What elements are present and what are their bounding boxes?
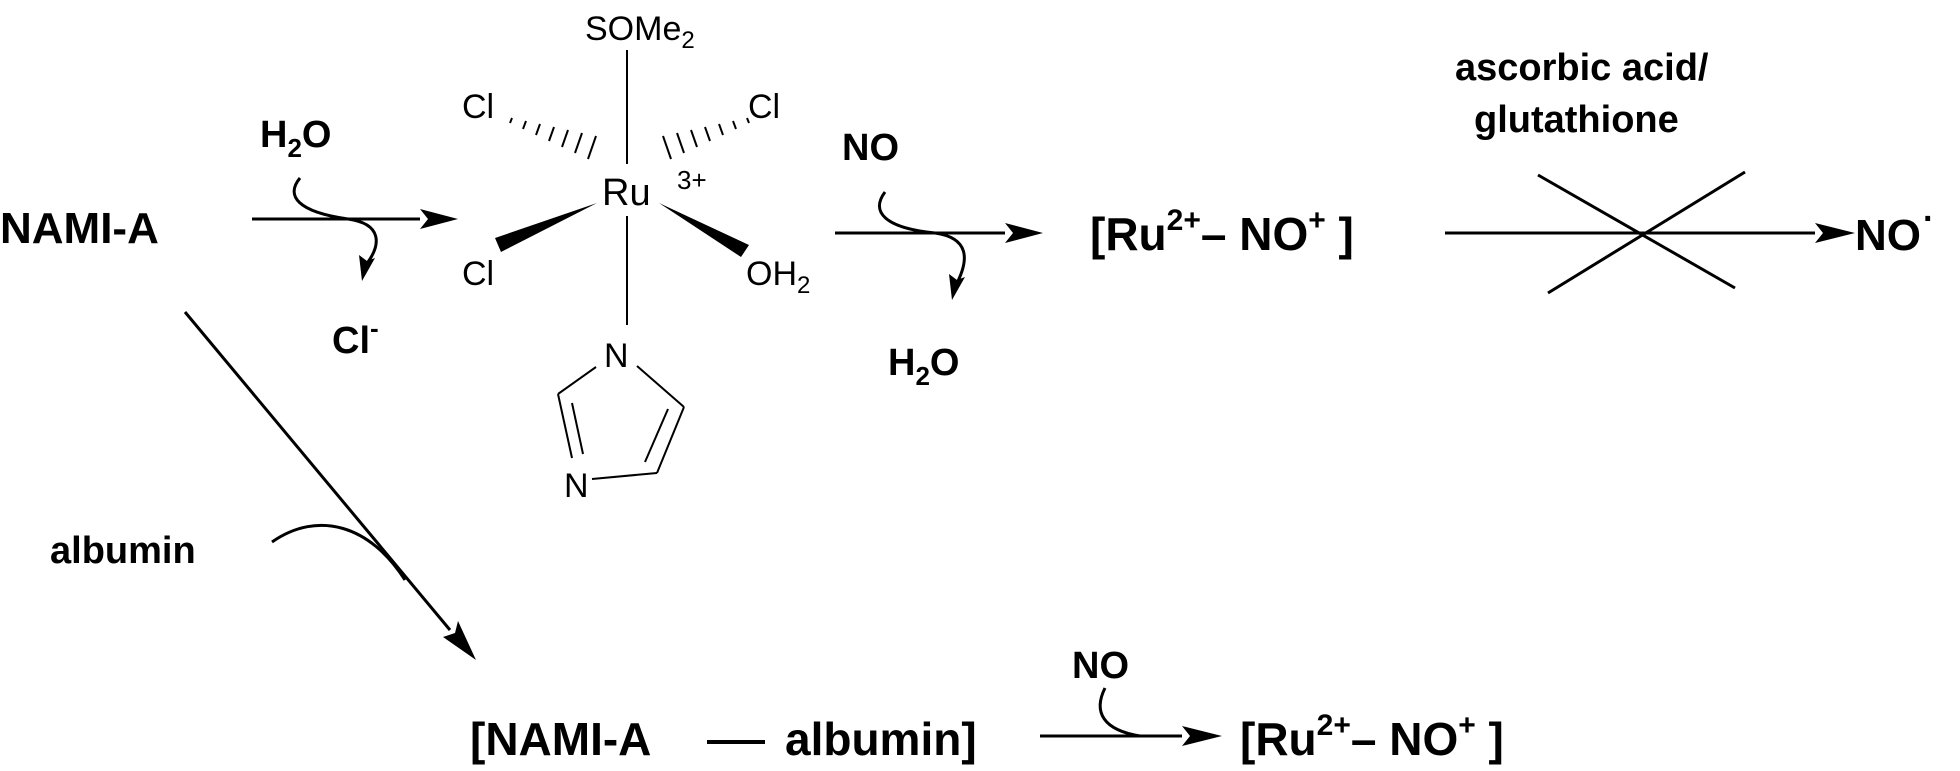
ruthenium-complex-structure bbox=[495, 50, 750, 480]
no-reagent-label-bottom: NO bbox=[1072, 645, 1129, 687]
ru-nitrosyl-product-bottom: [Ru2+– NO+ ] bbox=[1240, 709, 1504, 765]
no-radical-label: NO· bbox=[1855, 200, 1934, 260]
chloride-ligand-upper-left: Cl bbox=[462, 88, 494, 126]
nami-a-albumin-adduct-left: [NAMI-A bbox=[470, 713, 651, 765]
wedge-bond-lower-left bbox=[495, 203, 597, 252]
no-reagent-label-top: NO bbox=[842, 127, 899, 169]
hashed-bond-upper-left bbox=[509, 117, 597, 160]
albumin-reagent-label: albumin bbox=[50, 530, 196, 572]
nami-a-label: NAMI-A bbox=[0, 204, 159, 253]
water-released-label: H2O bbox=[888, 342, 959, 391]
ruthenium-charge-label: 3+ bbox=[677, 165, 707, 195]
cross-out-mark bbox=[1537, 170, 1746, 295]
nitrosylation-arrow bbox=[835, 223, 1043, 243]
albumin-binding-arrow bbox=[183, 311, 476, 660]
chloride-ligand-upper-right: Cl bbox=[748, 88, 780, 126]
aqua-ligand-label: OH2 bbox=[746, 255, 810, 299]
albumin-curved-arrow bbox=[271, 523, 407, 581]
chloride-ligand-lower-left: Cl bbox=[462, 255, 494, 293]
chloride-label: Cl- bbox=[332, 313, 379, 362]
imidazole-nitrogen-3: N bbox=[564, 467, 589, 505]
imidazole-ring bbox=[557, 365, 685, 480]
adduct-nitrosylation-arrow bbox=[1040, 726, 1222, 746]
water-release-curved-arrow bbox=[878, 191, 966, 300]
chloride-release-curved-arrow bbox=[292, 177, 378, 281]
blocked-reduction-arrow bbox=[1445, 223, 1855, 243]
axial-dmso-label: SOMe2 bbox=[585, 10, 695, 54]
wedge-bond-lower-right bbox=[659, 203, 749, 257]
water-reagent-label: H2O bbox=[260, 114, 331, 163]
reductant-label-line2: glutathione bbox=[1474, 99, 1679, 141]
reductant-label-line1: ascorbic acid/ bbox=[1455, 47, 1709, 89]
no-addition-curved-arrow bbox=[1098, 687, 1141, 738]
imidazole-nitrogen-1: N bbox=[604, 337, 629, 375]
nami-a-albumin-adduct-right: albumin] bbox=[785, 713, 977, 765]
hydrolysis-arrow bbox=[252, 209, 458, 229]
ru-nitrosyl-product-top: [Ru2+– NO+ ] bbox=[1090, 204, 1354, 260]
hashed-bond-upper-right bbox=[662, 117, 750, 160]
ruthenium-center-label: Ru bbox=[602, 172, 651, 214]
